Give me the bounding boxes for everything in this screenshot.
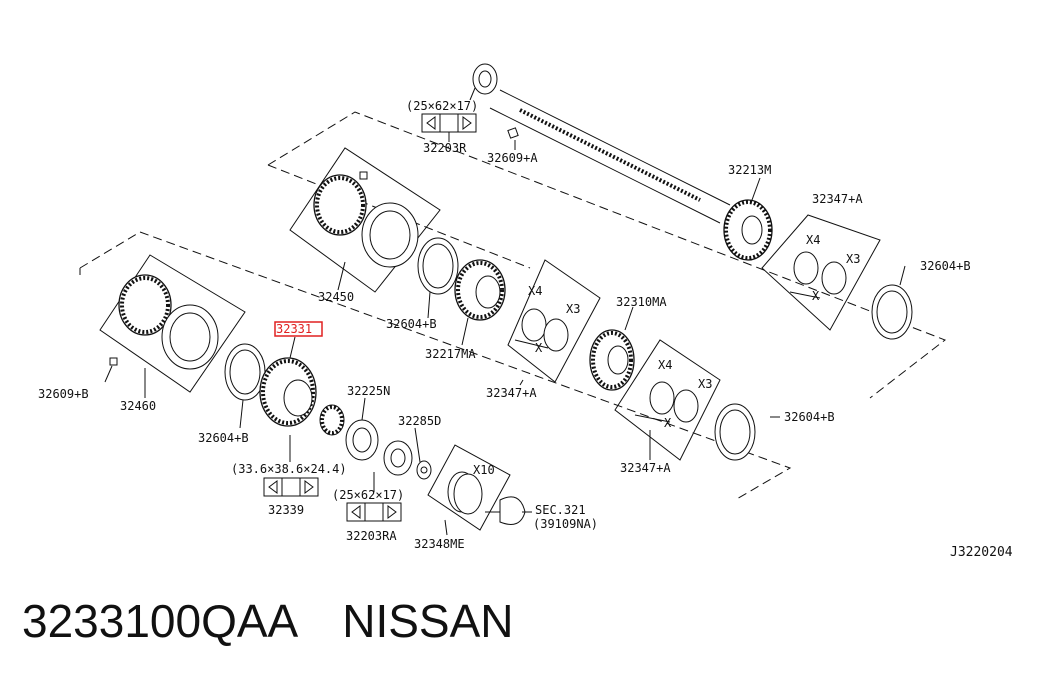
ring-32604B-low-drawing <box>224 343 266 401</box>
label-32609A: 32609+A <box>487 151 538 165</box>
highlight-box-32331: 32331 <box>274 321 323 337</box>
label-32604B-low: 32604+B <box>198 431 249 445</box>
label-32203R-dims: (25×62×17) <box>406 99 478 113</box>
snap-rings-top-drawing <box>761 214 881 331</box>
part-32285D-drawing <box>416 460 432 480</box>
ring-32604B-lowright-drawing <box>714 403 756 461</box>
snap-rings-mid-drawing <box>507 259 601 383</box>
leader-lines <box>104 87 906 536</box>
label-32347A-mid: 32347+A <box>486 386 537 400</box>
label-32604B-right: 32604+B <box>920 259 971 273</box>
synchronizer-32460-drawing <box>99 254 246 393</box>
label-x-low: X <box>664 416 672 430</box>
part-title: 3233100QAA NISSAN <box>22 598 514 644</box>
bearing-icons-32203RA <box>346 502 402 522</box>
washer-32225N-drawing <box>345 419 379 461</box>
label-32217MA: 32217MA <box>425 347 476 361</box>
label-x-top: X <box>812 289 820 303</box>
label-32213M: 32213M <box>728 163 771 177</box>
part-number: 3233100QAA <box>22 595 299 647</box>
label-32450: 32450 <box>318 290 354 304</box>
shims-32348ME-drawing <box>427 444 511 531</box>
gear-32213M-drawing <box>723 199 773 261</box>
bearing-32339-drawing <box>319 404 345 436</box>
synchronizer-32450-drawing <box>289 147 441 293</box>
label-x3-top: X3 <box>846 252 860 266</box>
label-x10: X10 <box>473 463 495 477</box>
main-shaft <box>472 63 731 224</box>
label-32203RA: 32203RA <box>346 529 397 543</box>
label-32339-dims: (33.6×38.6×24.4) <box>231 462 347 476</box>
label-x3-low: X3 <box>698 377 712 391</box>
bearing-icons-32339 <box>263 477 319 497</box>
label-32339: 32339 <box>268 503 304 517</box>
label-32347A-low: 32347+A <box>620 461 671 475</box>
bearing-icons-32203R <box>421 113 477 133</box>
label-x-mid: X <box>535 341 543 355</box>
label-sec321: SEC.321 <box>535 503 586 517</box>
label-32347A-top: 32347+A <box>812 192 863 206</box>
label-32604B-mid: 32604+B <box>386 317 437 331</box>
label-sec321-ref: (39109NA) <box>533 517 598 531</box>
snap-rings-low-drawing <box>614 339 721 461</box>
brand-name: NISSAN <box>342 595 514 647</box>
diagram-code: J3220204 <box>950 545 1013 560</box>
ring-32604B-mid-drawing <box>417 237 459 295</box>
label-x4-low: X4 <box>658 358 672 372</box>
label-32203R: 32203R <box>423 141 467 155</box>
label-32460: 32460 <box>120 399 156 413</box>
label-32285D: 32285D <box>398 414 441 428</box>
gear-32331-drawing <box>259 357 317 427</box>
label-32225N: 32225N <box>347 384 390 398</box>
label-x4-mid: X4 <box>528 284 542 298</box>
label-32331: 32331 <box>276 322 312 336</box>
label-x3-mid: X3 <box>566 302 580 316</box>
label-32609B: 32609+B <box>38 387 89 401</box>
label-32203RA-dims: (25×62×17) <box>332 488 404 502</box>
label-32310MA: 32310MA <box>616 295 667 309</box>
gear-32217MA-drawing <box>454 259 506 321</box>
gear-32310MA-drawing <box>589 329 635 391</box>
label-32348ME: 32348ME <box>414 537 465 551</box>
label-32604B-lowright: 32604+B <box>784 410 835 424</box>
label-x4-top: X4 <box>806 233 820 247</box>
ring-32604B-right-drawing <box>871 284 913 340</box>
bearing-32203RA-drawing <box>383 440 413 476</box>
